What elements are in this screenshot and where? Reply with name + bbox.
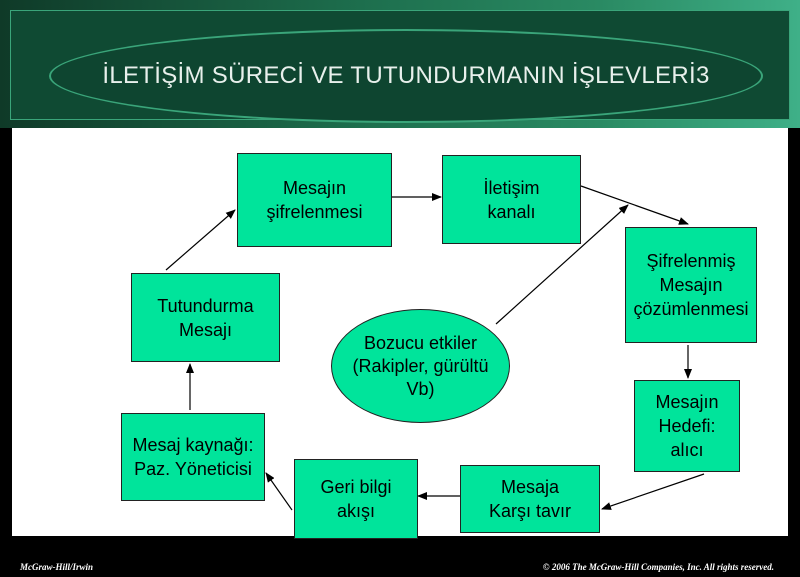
arrow-channel-to-decoding bbox=[580, 185, 689, 225]
footer-copyright: © 2006 The McGraw-Hill Companies, Inc. A… bbox=[542, 562, 774, 572]
footer-publisher: McGraw-Hill/Irwin bbox=[20, 562, 94, 572]
slide-title: İLETİŞİM SÜRECİ VE TUTUNDURMANIN İŞLEVLE… bbox=[102, 62, 710, 89]
arrow-receiver-to-response bbox=[601, 473, 705, 510]
arrow-noise-to-channel bbox=[495, 204, 629, 325]
node-message-receiver[interactable]: Mesajın Hedefi: alıcı bbox=[634, 380, 740, 472]
header-panel: İLETİŞİM SÜRECİ VE TUTUNDURMANIN İŞLEVLE… bbox=[10, 10, 790, 123]
header-band: İLETİŞİM SÜRECİ VE TUTUNDURMANIN İŞLEVLE… bbox=[0, 0, 800, 128]
node-response[interactable]: Mesaja Karşı tavır bbox=[460, 465, 600, 533]
arrow-promo-to-encoding bbox=[165, 209, 236, 271]
node-communication-channel[interactable]: İletişim kanalı bbox=[442, 155, 581, 244]
node-message-decoding[interactable]: Şifrelenmiş Mesajın çözümlenmesi bbox=[625, 227, 757, 343]
arrow-feedback-to-source bbox=[265, 472, 293, 511]
node-message-source[interactable]: Mesaj kaynağı: Paz. Yöneticisi bbox=[121, 413, 265, 501]
node-feedback[interactable]: Geri bilgi akışı bbox=[294, 459, 418, 539]
node-noise[interactable]: Bozucu etkiler (Rakipler, gürültü Vb) bbox=[331, 309, 510, 423]
node-message-encoding[interactable]: Mesajın şifrelenmesi bbox=[237, 153, 392, 247]
node-promotion-message[interactable]: Tutundurma Mesajı bbox=[131, 273, 280, 362]
title-ellipse: İLETİŞİM SÜRECİ VE TUTUNDURMANIN İŞLEVLE… bbox=[49, 29, 763, 123]
